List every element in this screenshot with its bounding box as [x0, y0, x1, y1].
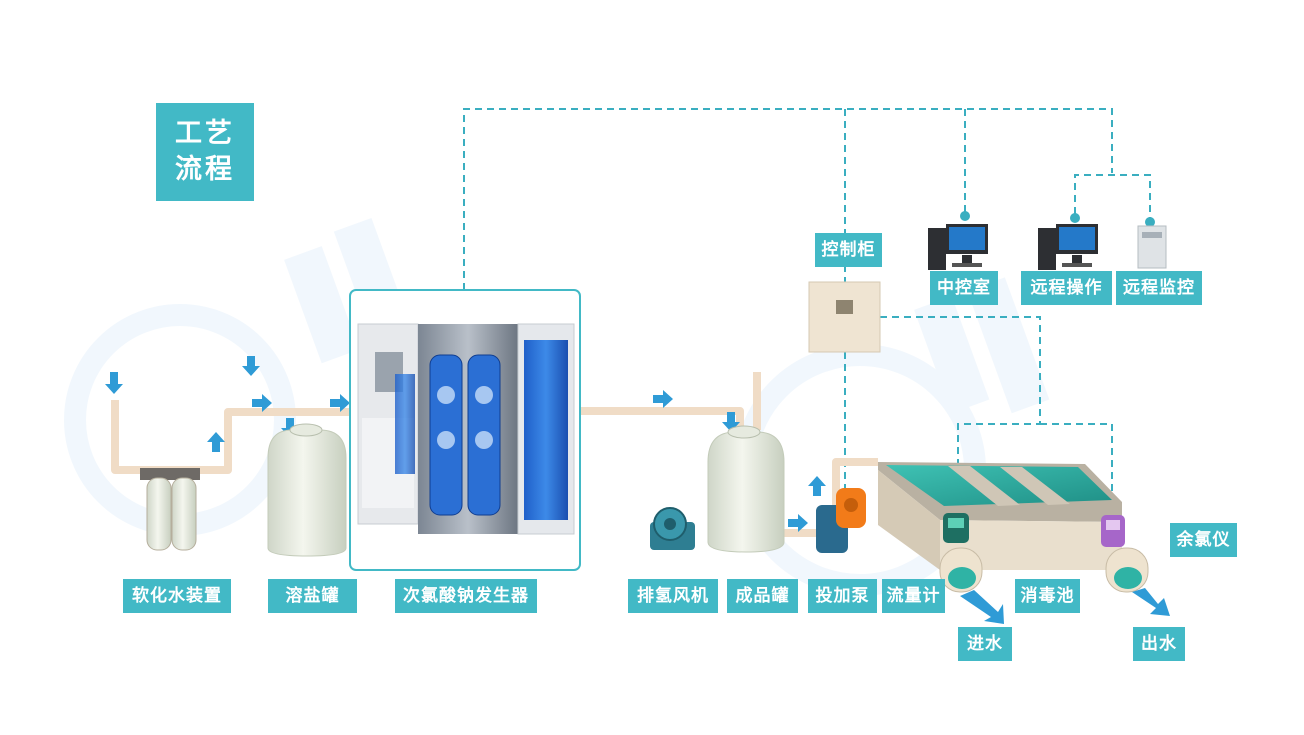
brine-tank	[267, 423, 347, 557]
label-product-tank: 成品罐	[727, 579, 798, 613]
pipes	[111, 372, 878, 537]
softener-device	[140, 468, 200, 551]
central-control-computer	[928, 224, 988, 270]
process-title-line1: 工艺	[175, 118, 235, 149]
arrow-down-icon	[105, 372, 123, 394]
arrow-down-icon	[242, 356, 260, 376]
dosing-pump	[816, 488, 866, 553]
hypochlorite-generator	[349, 289, 581, 571]
water-flow-arrows	[960, 588, 1170, 624]
label-fan: 排氢风机	[628, 579, 718, 613]
label-control-cabinet: 控制柜	[815, 233, 882, 267]
label-softener: 软化水装置	[123, 579, 231, 613]
label-disinfection-pool: 消毒池	[1015, 579, 1080, 613]
label-outlet: 出水	[1133, 627, 1185, 661]
remote-operation-computer	[1038, 224, 1098, 270]
label-flow-meter: 流量计	[882, 579, 945, 613]
arrow-right-icon	[330, 394, 350, 412]
arrow-right-icon	[788, 514, 808, 532]
remote-monitor-device	[1137, 225, 1167, 269]
label-central-control: 中控室	[930, 271, 998, 305]
label-inlet: 进水	[958, 627, 1012, 661]
label-remote-monitor: 远程监控	[1116, 271, 1202, 305]
control-cabinet	[808, 281, 881, 353]
hydrogen-exhaust-fan	[650, 507, 695, 550]
process-title-line2: 流程	[175, 154, 235, 185]
arrow-up-icon	[207, 432, 225, 452]
label-generator: 次氯酸钠发生器	[395, 579, 537, 613]
arrow-right-icon	[252, 394, 272, 412]
product-tank	[707, 425, 785, 553]
arrow-right-icon	[653, 390, 673, 408]
label-residual-chlorine: 余氯仪	[1170, 523, 1237, 557]
inlet-arrow-icon	[960, 590, 1004, 624]
control-signal-lines	[463, 108, 1151, 525]
outlet-arrow-icon	[1132, 588, 1170, 616]
arrow-up-icon	[808, 476, 826, 496]
process-title: 工艺 流程	[156, 103, 254, 201]
disinfection-pool	[878, 462, 1149, 593]
label-dosing-pump: 投加泵	[808, 579, 877, 613]
label-brine-tank: 溶盐罐	[268, 579, 357, 613]
label-remote-operation: 远程操作	[1021, 271, 1112, 305]
